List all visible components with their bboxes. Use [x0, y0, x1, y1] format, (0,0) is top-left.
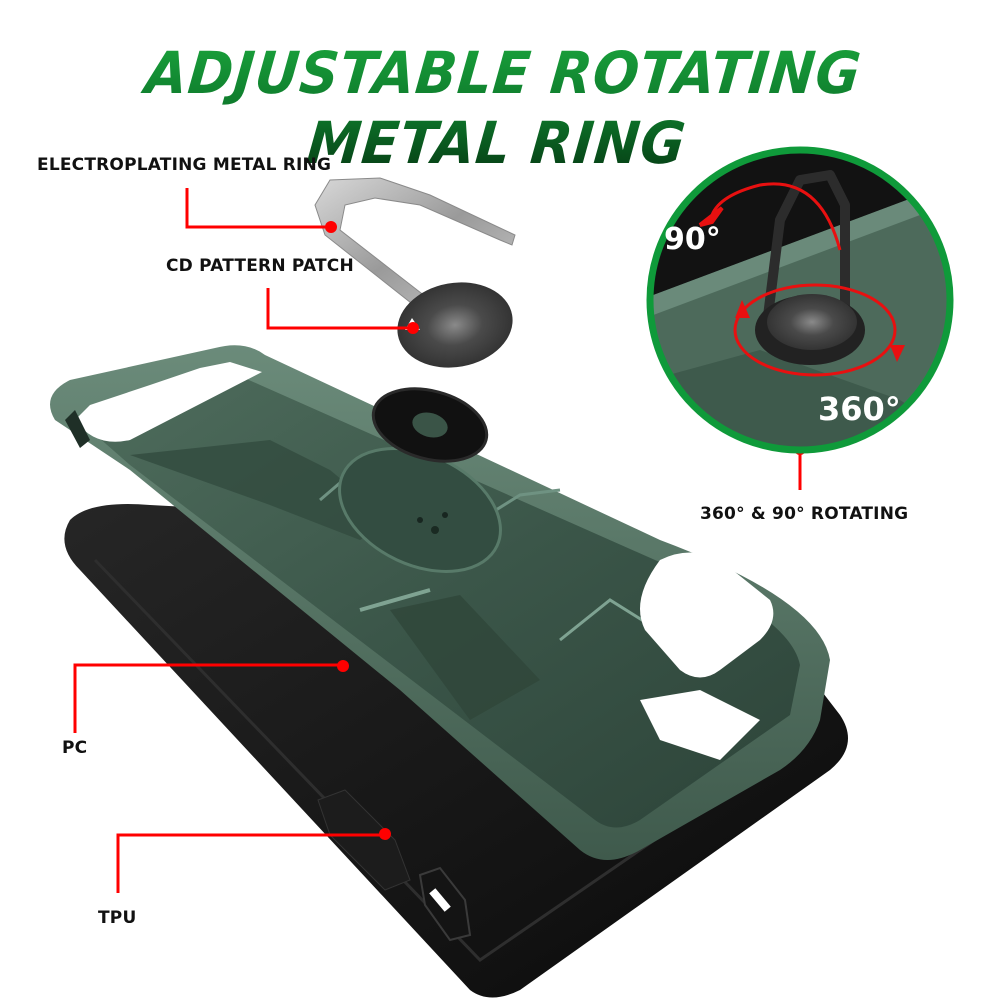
- callout-label-tpu: TPU: [98, 908, 137, 928]
- angle-label-360: 360°: [818, 390, 901, 428]
- callout-label-pc: PC: [62, 738, 88, 758]
- callout-label-rotating: 360° & 90° ROTATING: [700, 504, 909, 524]
- angle-label-90: 90°: [664, 222, 721, 257]
- callout-label-cd-patch: CD PATTERN PATCH: [166, 256, 354, 276]
- detail-zoom-circle: [646, 146, 954, 454]
- pc-case: [50, 345, 830, 860]
- callout-lines: [73, 188, 802, 893]
- callout-label-metal-ring: ELECTROPLATING METAL RING: [37, 155, 332, 175]
